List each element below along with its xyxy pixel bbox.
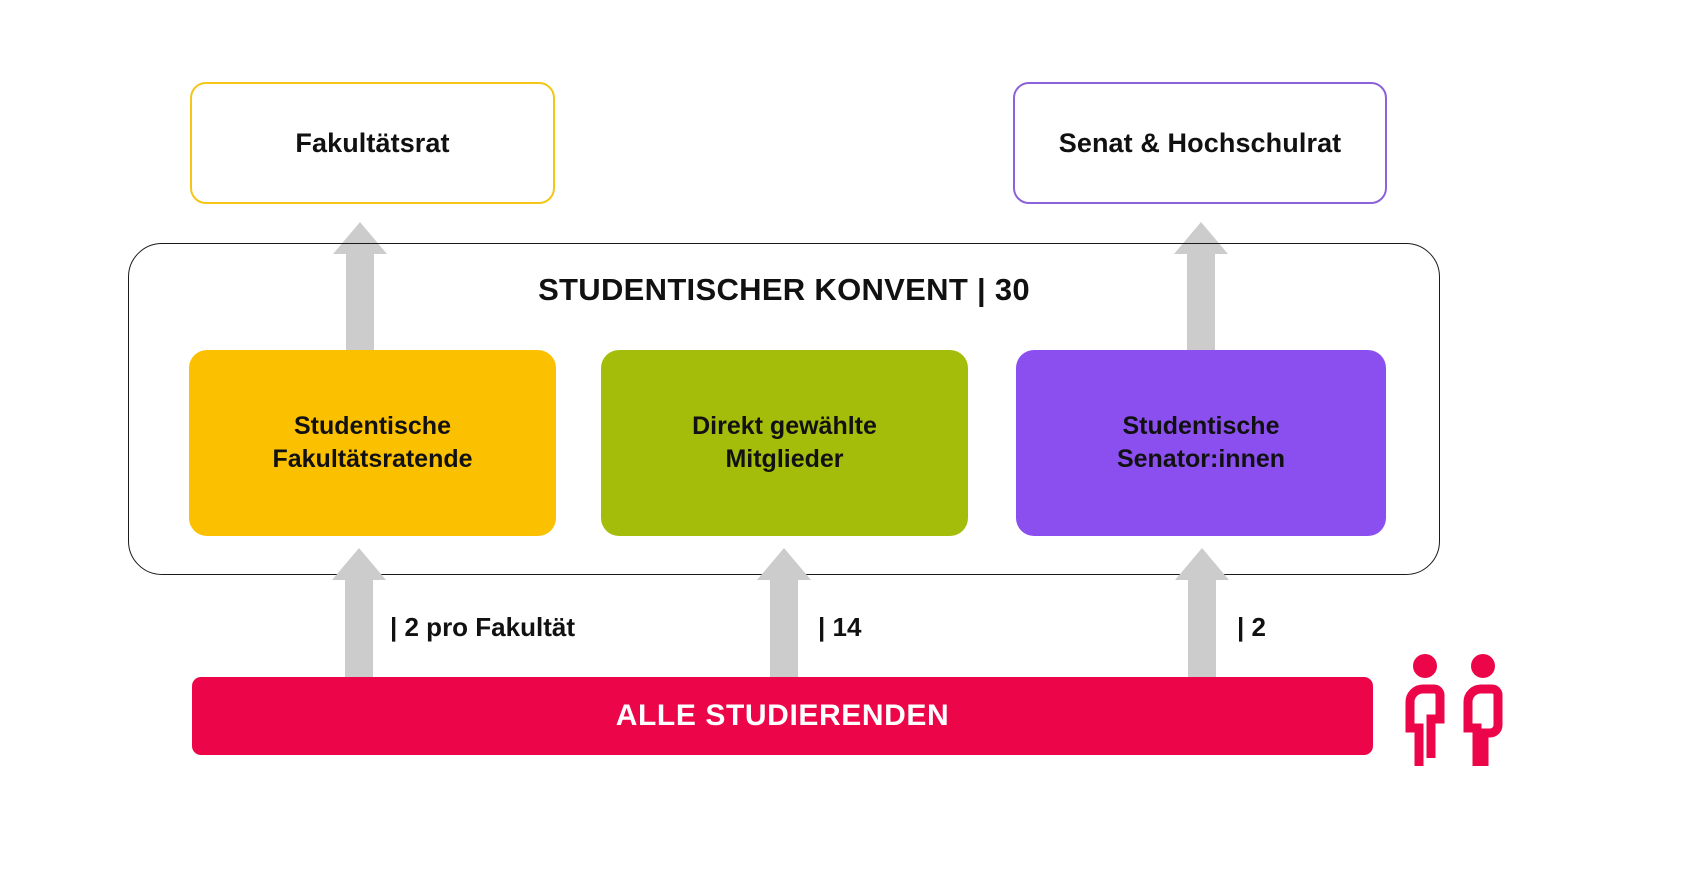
arrow-head-icon <box>332 548 386 580</box>
group-label-line1: Studentische <box>1122 412 1280 440</box>
group-label-studentische-fakultaetsratende: Studentische Fakultätsratende <box>272 410 472 476</box>
base-bar-alle-studierenden: ALLE STUDIERENDEN <box>192 677 1373 755</box>
arrow-up-to-direkt-gewaehlte-mitglieder <box>757 548 811 680</box>
group-box-studentische-fakultaetsratende: Studentische Fakultätsratende <box>189 350 556 536</box>
outcome-label-fakultaetsrat: Fakultätsrat <box>295 127 450 158</box>
group-label-line2: Senator:innen <box>1116 445 1286 473</box>
arrow-up-to-studentische-senatorinnen <box>1175 548 1229 680</box>
group-label-line1: Studentische <box>294 412 451 440</box>
outcome-box-senat-hochschulrat: Senat & Hochschulrat <box>1013 82 1387 204</box>
outcome-box-fakultaetsrat: Fakultätsrat <box>190 82 555 204</box>
base-bar-label: ALLE STUDIERENDEN <box>615 699 950 732</box>
arrow-head-icon <box>1174 222 1228 254</box>
arrow-up-to-studentische-fakultaetsratende <box>332 548 386 680</box>
arrow-shaft <box>345 578 373 680</box>
flow-label-to-senatorinnen: | 2 <box>1237 612 1266 642</box>
group-label-line1: Direkt gewählte <box>692 412 877 440</box>
arrow-up-to-senat-hochschulrat <box>1174 222 1228 354</box>
flow-label-to-direkt-gewaehlte: | 14 <box>818 612 862 642</box>
two-people-icon <box>1405 654 1503 766</box>
arrow-shaft <box>1188 578 1216 680</box>
arrow-head-icon <box>1175 548 1229 580</box>
arrow-up-to-fakultaetsrat <box>333 222 387 354</box>
arrow-head-icon <box>757 548 811 580</box>
konvent-title: STUDENTISCHER KONVENT | 30 <box>538 272 1030 307</box>
group-label-studentische-senatorinnen: Studentische Senator:innen <box>1117 410 1285 476</box>
arrow-shaft <box>346 252 374 354</box>
arrow-shaft <box>1187 252 1215 354</box>
arrow-head-icon <box>333 222 387 254</box>
group-box-studentische-senatorinnen: Studentische Senator:innen <box>1016 350 1386 536</box>
group-box-direkt-gewaehlte-mitglieder: Direkt gewählte Mitglieder <box>601 350 968 536</box>
group-label-line2: Mitglieder <box>725 445 844 473</box>
flow-label-to-fakultaetsratende: | 2 pro Fakultät <box>390 612 575 642</box>
arrow-shaft <box>770 578 798 680</box>
group-label-direkt-gewaehlte-mitglieder: Direkt gewählte Mitglieder <box>692 410 877 476</box>
group-label-line2: Fakultätsratende <box>272 445 473 473</box>
outcome-label-senat-hochschulrat: Senat & Hochschulrat <box>1058 127 1342 158</box>
